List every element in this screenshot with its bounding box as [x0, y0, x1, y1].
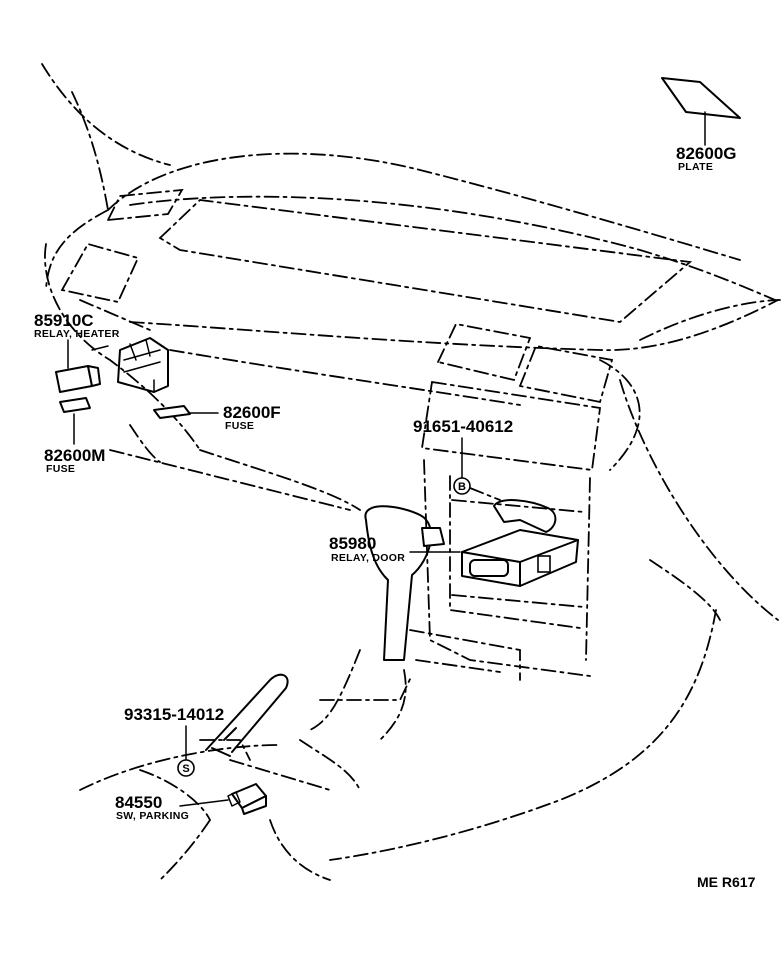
fuse-box [91, 337, 169, 393]
sw-parking-part [179, 783, 267, 815]
relay-heater-part [55, 339, 101, 393]
fuse-f-part-number: 82600F [223, 403, 281, 422]
bolt-marker: B [458, 481, 466, 493]
relay-door-part [409, 499, 579, 587]
shift-lever [364, 505, 445, 661]
fuse-f-part [153, 405, 219, 419]
relay-door-part-number: 85980 [329, 534, 376, 553]
fuse-f-part-name: FUSE [225, 420, 254, 432]
bolt-callout [453, 437, 471, 495]
relay-door-part-name: RELAY, DOOR [331, 552, 405, 564]
sw-parking-part-number: 84550 [115, 793, 162, 812]
fuse-m-part [59, 397, 91, 445]
fuse-m-part-name: FUSE [46, 463, 75, 475]
sw-parking-part-name: SW, PARKING [116, 810, 189, 822]
plate-part [661, 77, 741, 146]
fuse-m-part-number: 82600M [44, 446, 105, 465]
screw-part-number: 93315-14012 [124, 705, 224, 724]
plate-part-number: 82600G [676, 144, 737, 163]
diagram-reference-code: ME R617 [697, 874, 756, 890]
parking-brake-lever [205, 673, 289, 757]
relay-heater-part-name: RELAY, HEATER [34, 328, 120, 340]
bolt-leader [469, 487, 501, 501]
plate-part-name: PLATE [678, 161, 713, 173]
screw-callout [177, 725, 195, 777]
relay-heater-part-number: 85910C [34, 311, 94, 330]
dashboard-outline [41, 63, 781, 881]
screw-marker: S [182, 763, 189, 775]
bolt-part-number: 91651-40612 [413, 417, 513, 436]
